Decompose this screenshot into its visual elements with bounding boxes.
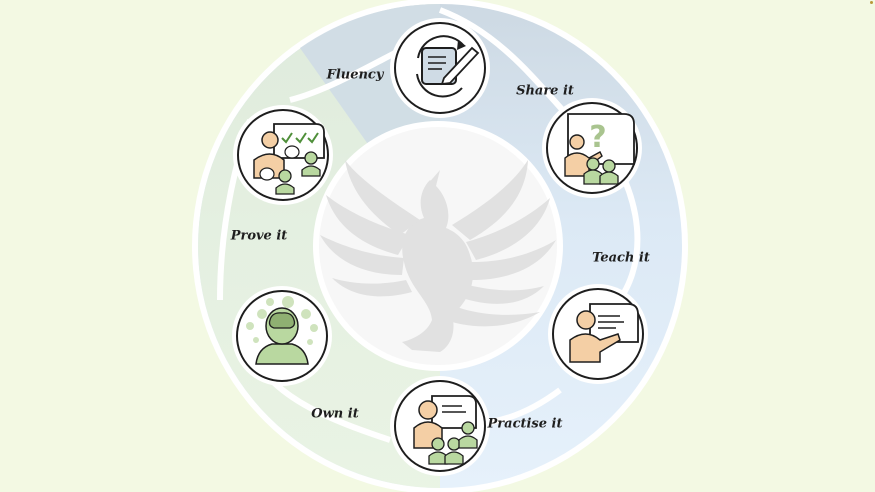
teacher-students-icon [413,395,478,465]
teach-it-label: Teach it [592,250,650,266]
own-it-label: Own it [311,406,359,422]
teacher-board-icon [569,303,639,363]
checkmark-discussion-icon [253,123,325,195]
own-it-node [232,286,332,386]
question-board-icon: ? [564,113,635,185]
practise-it-label: Practise it [487,416,563,432]
practise-it-node [390,376,490,476]
teach-it-node [548,284,648,384]
prove-it-label: Prove it [230,228,288,244]
fluency-node [390,18,490,118]
corner-dot [870,1,873,4]
brain-head-icon [246,296,318,365]
share-it-node: ? [542,98,642,198]
svg-text:?: ? [589,120,606,155]
prove-it-node [233,105,333,205]
share-it-label: Share it [516,83,574,99]
notepad-pencil-icon [416,35,480,98]
fluency-label: Fluency [326,67,384,83]
phoenix-logo [320,160,556,352]
